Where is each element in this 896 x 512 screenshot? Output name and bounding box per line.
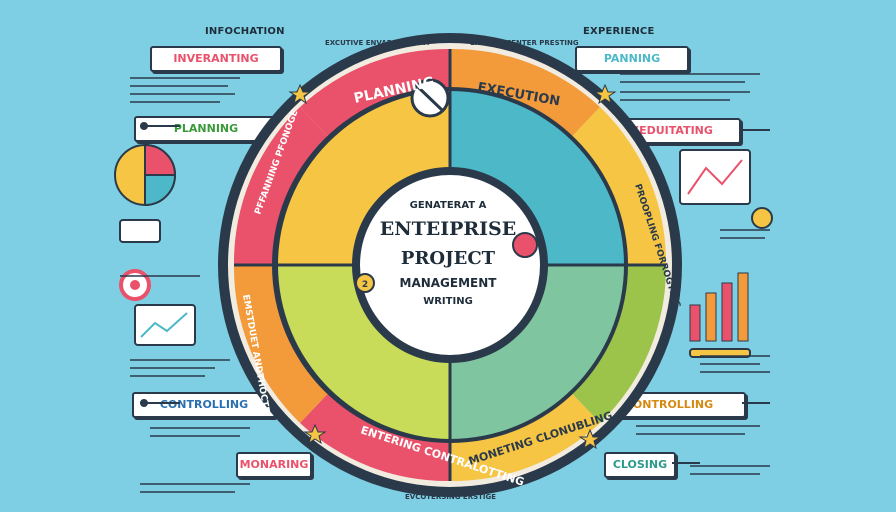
bar-icon <box>705 292 717 342</box>
project-cycle-wheel: 2 PLANNING EXECUTION PFFANNING PFONOGE P… <box>218 33 682 501</box>
card-icon <box>119 219 161 243</box>
star-icon <box>593 83 617 105</box>
star-icon <box>578 428 602 450</box>
label-inveranting: INVERANTING <box>150 46 282 72</box>
center-line-2: ENTEIPRISE <box>379 218 517 240</box>
star-icon <box>303 423 327 445</box>
gear-icon <box>751 207 773 229</box>
monitor-chart-icon <box>134 304 196 346</box>
center-line-4: MANAGEMENT <box>399 276 497 290</box>
target-and-monitor-icons <box>119 269 196 346</box>
arc-label-top: EXCUTIVE ENVARAGEMENT <box>325 39 431 47</box>
label-closing: CLOSING <box>604 452 676 478</box>
right-infographic-icons <box>679 149 773 229</box>
center-line-5: WRITING <box>423 296 473 307</box>
bar-icon <box>689 304 701 342</box>
left-infographic-icons <box>114 143 177 243</box>
arc-label-bottom: EVCOTERSING ERSTIGE <box>405 493 496 501</box>
header-experience: EXPERIENCE <box>583 26 655 37</box>
bar-icon <box>721 282 733 342</box>
badge-number: 2 <box>362 280 368 290</box>
star-icon <box>288 83 312 105</box>
label-panning: PANNING <box>575 46 689 72</box>
bar-icon <box>737 272 749 342</box>
center-disc <box>360 175 540 355</box>
arc-label-top-right: EXPRENTCENTER PRESTING <box>470 39 579 47</box>
red-dot-icon <box>512 232 538 258</box>
label-monaring: MONARING <box>236 452 312 478</box>
label-controlling-left: CONTROLLING <box>132 392 276 418</box>
center-line-3: PROJECT <box>400 248 496 269</box>
center-line-1: GENATERAT A <box>409 200 487 211</box>
header-information: INFOCHATION <box>205 26 285 37</box>
